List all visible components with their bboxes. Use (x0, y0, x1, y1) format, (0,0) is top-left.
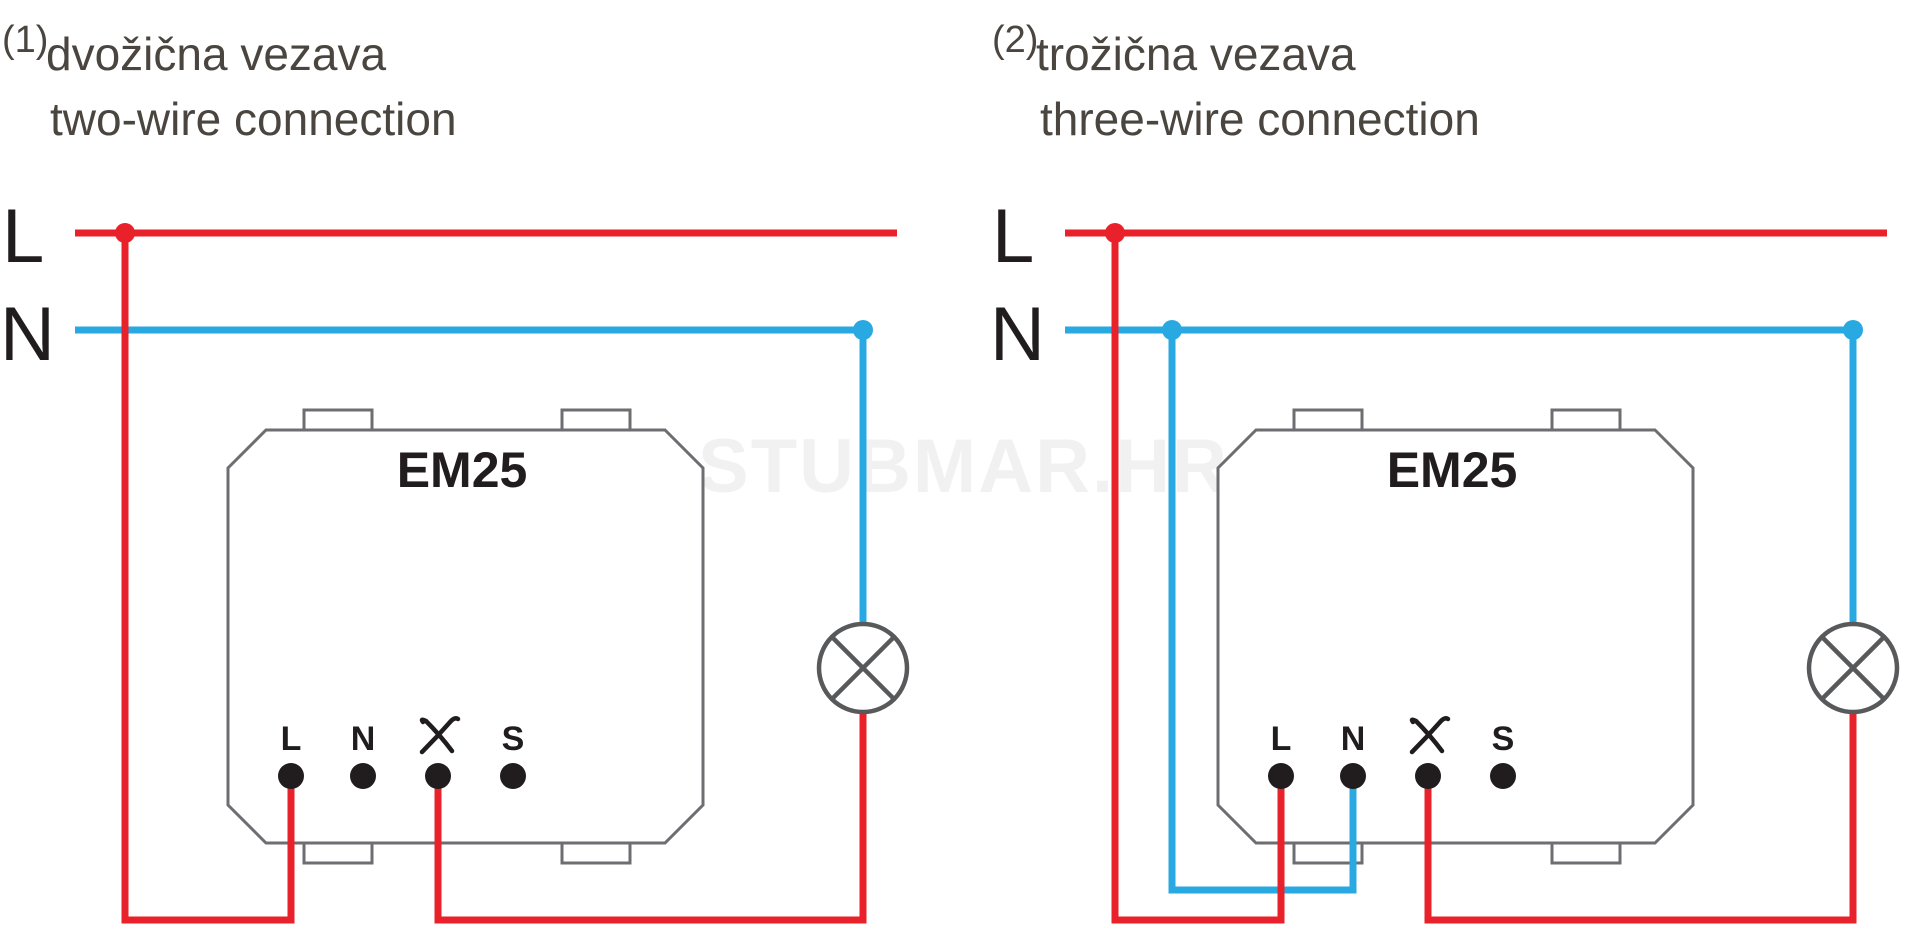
diagram1-neutral-bus-label: N (0, 292, 55, 377)
terminal-dot-neutral (350, 763, 376, 789)
neutral-junction-dot (1843, 320, 1863, 340)
diagram2-title-english: three-wire connection (1040, 93, 1480, 145)
diagram2-title-local: trožična vezava (1036, 28, 1356, 80)
device-outline (226, 428, 705, 845)
live-junction-dot (1105, 223, 1125, 243)
lamp-icon (1806, 621, 1900, 715)
load-terminal-icon (1409, 716, 1451, 755)
diagram1-title-english: two-wire connection (50, 93, 457, 145)
diagram2-live-bus-label: L (992, 194, 1034, 279)
device-bottom-tab (1550, 841, 1622, 865)
diagram-two-wire: (1) dvožična vezava two-wire connection … (0, 19, 910, 924)
watermark-text: STUBMAR.HR (698, 424, 1229, 509)
terminal-dot-load (1415, 763, 1441, 789)
terminal-dot-live (1268, 763, 1294, 789)
device-bottom-tab (302, 841, 374, 865)
terminal-dot-load (425, 763, 451, 789)
device-em25: EM25 (1216, 408, 1695, 865)
lamp-cross-line (1819, 634, 1887, 702)
live-junction-dot (115, 223, 135, 243)
terminal-label-live: L (1271, 720, 1292, 758)
device-em25: EM25 (226, 408, 705, 865)
diagram2-neutral-bus-label: N (990, 292, 1045, 377)
load-to-lamp-wire (434, 712, 867, 924)
load-to-lamp-wire (1424, 712, 1857, 924)
device-outline (1216, 428, 1695, 845)
terminal-dot-live (278, 763, 304, 789)
device-terminals: L N S (1268, 716, 1516, 789)
device-top-tab (1292, 408, 1364, 432)
device-model-label: EM25 (397, 442, 528, 498)
neutral-junction-dot (1162, 320, 1182, 340)
live-feed-wire (121, 233, 295, 924)
terminal-dot-neutral (1340, 763, 1366, 789)
terminal-label-neutral: N (351, 720, 376, 758)
device-model-label: EM25 (1387, 442, 1518, 498)
terminal-label-live: L (281, 720, 302, 758)
neutral-feed-wire (1168, 330, 1357, 894)
device-top-tab (560, 408, 632, 432)
terminal-label-switch: S (502, 720, 525, 758)
diagram-three-wire: (2) trožična vezava three-wire connectio… (990, 19, 1900, 924)
diagram1-index: (1) (2, 19, 48, 61)
terminal-label-switch: S (1492, 720, 1515, 758)
terminal-dot-switch (1490, 763, 1516, 789)
diagram1-title-local: dvožična vezava (46, 28, 386, 80)
lamp-icon (816, 621, 910, 715)
device-bottom-tab (560, 841, 632, 865)
device-top-tab (302, 408, 374, 432)
device-top-tab (1550, 408, 1622, 432)
diagram1-live-bus-label: L (2, 194, 44, 279)
neutral-junction-dot (853, 320, 873, 340)
lamp-cross-line (829, 634, 897, 702)
load-terminal-icon (419, 716, 461, 755)
live-feed-wire (1111, 233, 1285, 924)
terminal-dot-switch (500, 763, 526, 789)
terminal-label-neutral: N (1341, 720, 1366, 758)
diagram2-index: (2) (992, 19, 1038, 61)
device-terminals: L N S (278, 716, 526, 789)
